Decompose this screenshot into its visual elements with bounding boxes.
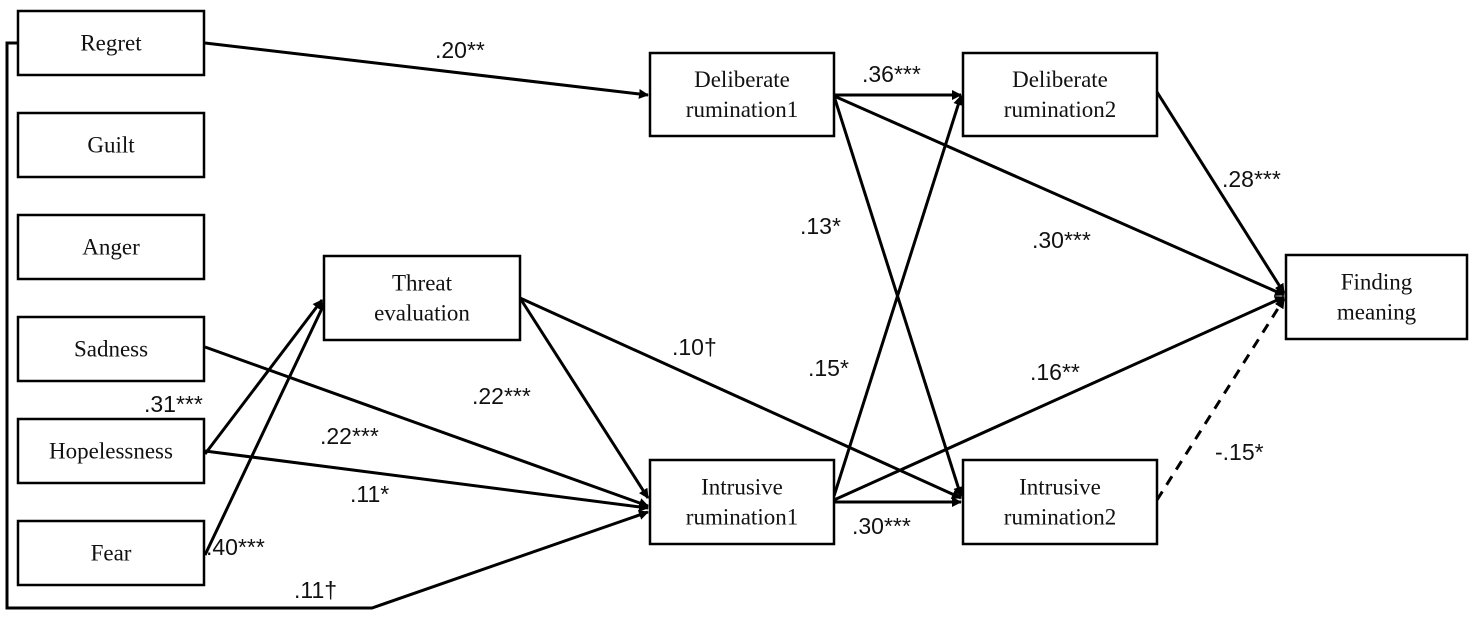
node-label-meaning-0: Finding (1341, 270, 1413, 295)
coef-label-threat-intrus2: .10† (672, 334, 717, 360)
coef-label-delib1-delib2: .36*** (862, 61, 921, 87)
node-box-delib2 (961, 51, 1159, 138)
node-label-intrus1-1: rumination1 (686, 505, 798, 530)
coef-label-fear-threat: .40*** (206, 534, 265, 560)
coefficient-labels-layer: .20** .36*** .28*** .30*** .13* .15* .16** -.15… (144, 37, 1281, 603)
node-label-delib2-1: rumination2 (1004, 97, 1116, 122)
path-hopelessness-intrus1 (204, 449, 649, 512)
coef-label-intrus1-intrus2: .30*** (852, 513, 911, 539)
node-box-guilt (16, 111, 206, 179)
node-box-regret (16, 9, 206, 77)
node-box-delib1 (648, 51, 836, 138)
coef-label-regret-intrus1: .11† (294, 577, 337, 603)
node-box-intrus1 (648, 458, 836, 546)
path-intrus1-meaning (833, 295, 1285, 502)
coef-label-regret-delib1: .20** (435, 37, 485, 63)
node-box-sadness (16, 315, 206, 383)
node-label-intrus2-1: rumination2 (1004, 505, 1116, 530)
node-label-anger-0: Anger (82, 235, 140, 260)
node-delib1: Deliberate rumination1 (648, 51, 836, 138)
node-box-intrus2 (961, 458, 1159, 546)
node-intrus2: Intrusive rumination2 (961, 458, 1159, 546)
node-threat: Threat evaluation (322, 254, 522, 342)
node-box-threat (322, 254, 522, 342)
path-threat-intrus2 (519, 296, 962, 500)
paths-layer (5, 41, 1286, 610)
node-delib2: Deliberate rumination2 (961, 51, 1159, 138)
coef-label-hopelessness-threat: .31*** (144, 391, 203, 417)
node-label-delib1-1: rumination1 (686, 97, 798, 122)
node-label-delib2-0: Deliberate (1012, 67, 1108, 92)
node-box-fear (16, 519, 206, 587)
path-intrus2-meaning (1155, 298, 1286, 501)
coef-label-delib2-meaning: .28*** (1222, 166, 1281, 192)
node-anger: Anger (16, 213, 206, 281)
node-fear: Fear (16, 519, 206, 587)
path-delib2-meaning (1155, 91, 1286, 294)
node-hopelessness: Hopelessness (16, 417, 206, 485)
coef-label-intrus1-delib2: .15* (808, 355, 849, 381)
node-label-regret-0: Regret (80, 31, 142, 56)
node-label-hopelessness-0: Hopelessness (49, 439, 173, 464)
path-regret-delib1 (204, 41, 649, 99)
node-box-hopelessness (16, 417, 206, 485)
path-delib1-meaning (833, 94, 1285, 297)
node-sadness: Sadness (16, 315, 206, 383)
path-regret-intrus1 (5, 41, 649, 610)
node-regret: Regret (16, 9, 206, 77)
node-label-delib1-0: Deliberate (694, 67, 790, 92)
node-label-sadness-0: Sadness (74, 337, 148, 362)
coef-label-threat-intrus1: .22*** (472, 383, 531, 409)
node-label-threat-0: Threat (392, 271, 453, 296)
node-box-anger (16, 213, 206, 281)
coef-label-intrus2-meaning: -.15* (1215, 439, 1264, 465)
coef-label-intrus1-meaning: .16** (1030, 359, 1080, 385)
node-label-threat-1: evaluation (374, 301, 470, 326)
path-threat-intrus1 (518, 297, 650, 499)
coef-label-delib1-intrus2: .13* (800, 213, 841, 239)
path-fear-threat (203, 299, 328, 556)
coef-label-hopelessness-intrus1: .11* (350, 481, 389, 507)
node-label-guilt-0: Guilt (87, 133, 135, 158)
node-label-intrus2-0: Intrusive (1019, 475, 1101, 500)
node-label-fear-0: Fear (91, 541, 132, 566)
node-intrus1: Intrusive rumination1 (648, 458, 836, 546)
node-label-meaning-1: meaning (1337, 300, 1417, 325)
path-intrus1-delib2 (832, 95, 964, 497)
path-sadness-intrus1 (204, 345, 649, 508)
coef-label-sadness-intrus1: .22*** (320, 423, 379, 449)
node-box-meaning (1284, 253, 1469, 341)
node-guilt: Guilt (16, 111, 206, 179)
coef-label-delib1-meaning: .30*** (1032, 227, 1091, 253)
node-meaning: Finding meaning (1284, 253, 1469, 341)
node-label-intrus1-0: Intrusive (701, 475, 783, 500)
path-hopelessness-threat (203, 299, 324, 455)
